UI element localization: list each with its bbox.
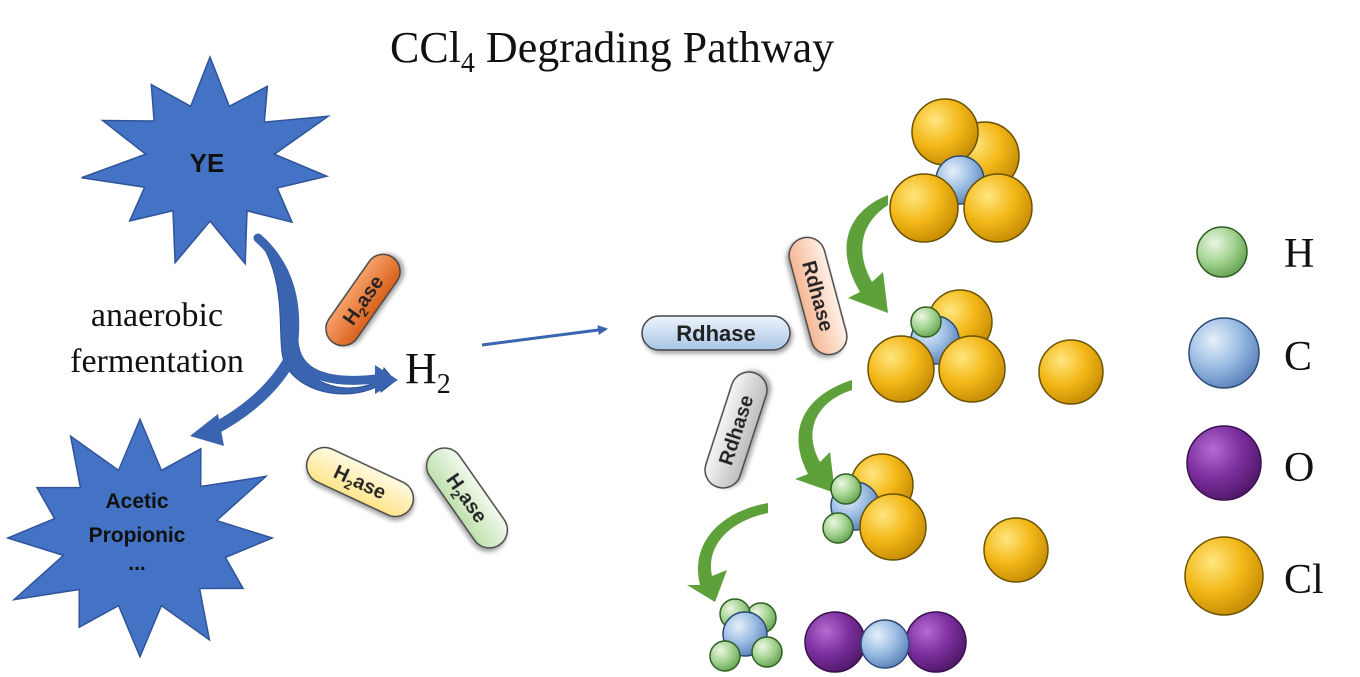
rdhase-pill-blue: Rdhase [641,315,791,351]
process-label-2: fermentation [70,343,244,380]
fermentation-arrows [190,233,398,446]
h2ase-pill-yellow: H2ase [305,446,415,518]
title-rest: Degrading Pathway [475,23,834,72]
rdhase-pill-peach: Rdhase [788,236,848,356]
molecule-co2 [804,611,967,673]
molecule-ch4 [709,598,783,672]
acids-label-2: Propionic [89,524,186,547]
svg-text:Rdhase: Rdhase [676,321,755,346]
svg-text:Cl: Cl [1284,557,1324,603]
legend-item-o: O [1186,425,1314,501]
molecule-ccl4 [889,98,1033,243]
h2ase-pill-green: H2ase [425,447,509,549]
ye-label: YE [190,148,225,178]
molecule-chcl3 [867,289,1006,403]
dechlorination-arrows [687,195,888,602]
legend-item-cl: Cl [1184,536,1324,616]
process-label-1: anaerobic [91,297,223,334]
svg-text:O: O [1284,445,1314,491]
diagram-title: CCl4 Degrading Pathway [390,23,834,79]
ye-burst: YE [81,54,331,266]
acids-label-1: Acetic [105,490,168,513]
acids-burst: Acetic Propionic ... [5,417,275,659]
svg-text:H: H [1284,231,1314,277]
h2ase-pill-orange: H2ase [325,253,401,347]
svg-text:C: C [1284,334,1312,380]
h2-transfer-arrow [481,325,608,347]
released-chlorine-1 [1038,339,1104,405]
hydrogen-label: H2 [405,344,451,400]
legend-item-h: H [1196,226,1314,278]
title-main: CCl [390,23,461,72]
legend-item-c: C [1188,317,1312,389]
acids-label-3: ... [128,552,146,575]
title-subscript: 4 [461,48,475,79]
rdhase-pill-gray: Rdhase [704,371,768,489]
molecule-ch2cl2 [822,453,927,561]
atom-legend: H C O Cl [1184,226,1324,616]
released-chlorine-2 [983,517,1049,583]
